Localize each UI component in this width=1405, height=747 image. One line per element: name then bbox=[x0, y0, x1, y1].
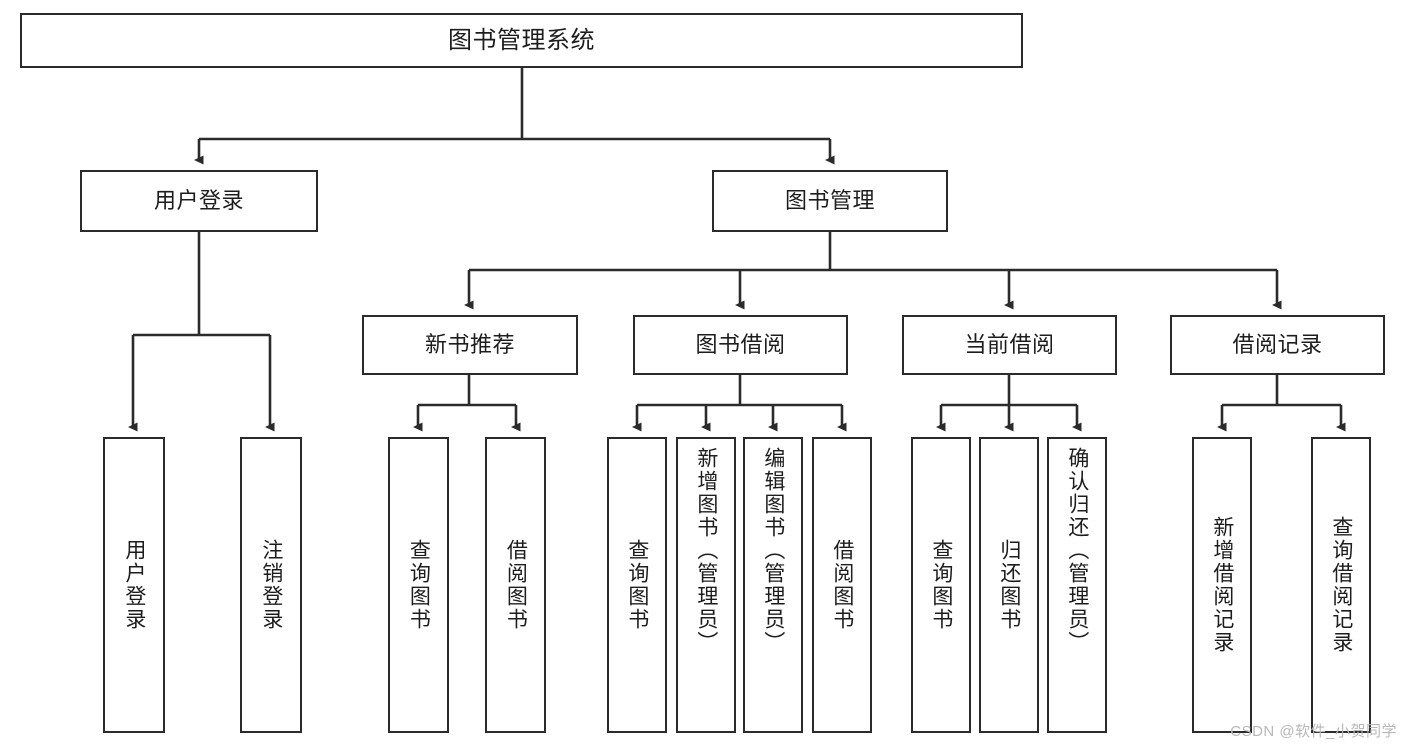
node-label: 图书管理系统 bbox=[448, 26, 595, 54]
node-label: 新增借阅记录 bbox=[1210, 516, 1234, 654]
leaf-query-borrow-record[interactable]: 查询借阅记录 bbox=[1311, 437, 1371, 733]
node-label: 查询图书 bbox=[929, 539, 953, 631]
node-label: 查询图书 bbox=[407, 539, 431, 631]
node-book-management[interactable]: 图书管理 bbox=[712, 170, 948, 232]
leaf-user-login[interactable]: 用户登录 bbox=[103, 437, 165, 733]
node-book-management-system[interactable]: 图书管理系统 bbox=[20, 13, 1023, 68]
leaf-query-book-current[interactable]: 查询图书 bbox=[911, 437, 971, 733]
node-new-book-recommend[interactable]: 新书推荐 bbox=[362, 315, 578, 375]
leaf-return-book[interactable]: 归还图书 bbox=[979, 437, 1039, 733]
node-label: 注销登录 bbox=[259, 539, 283, 631]
node-label: 用户登录 bbox=[153, 187, 244, 213]
leaf-add-book-admin[interactable]: 新增图书（管理员） bbox=[676, 437, 736, 733]
node-current-borrow[interactable]: 当前借阅 bbox=[902, 315, 1117, 375]
leaf-edit-book-admin[interactable]: 编辑图书（管理员） bbox=[743, 437, 803, 733]
node-label: 图书管理 bbox=[784, 187, 875, 213]
node-book-borrow[interactable]: 图书借阅 bbox=[633, 315, 848, 375]
node-borrow-record[interactable]: 借阅记录 bbox=[1170, 315, 1385, 375]
node-label: 新书推荐 bbox=[424, 331, 515, 357]
node-label: 借阅图书 bbox=[504, 539, 528, 631]
node-label: 归还图书 bbox=[997, 539, 1021, 631]
leaf-confirm-return-admin[interactable]: 确认归还（管理员） bbox=[1047, 437, 1107, 733]
leaf-query-book-borrow[interactable]: 查询图书 bbox=[607, 437, 667, 733]
node-label: 借阅图书 bbox=[830, 539, 854, 631]
csdn-watermark: CSDN @软件_小贺同学 bbox=[1230, 723, 1397, 740]
leaf-borrow-book-recommend[interactable]: 借阅图书 bbox=[485, 437, 546, 733]
node-label: 查询借阅记录 bbox=[1329, 516, 1353, 654]
node-label: 查询图书 bbox=[625, 539, 649, 631]
node-label: 编辑图书（管理员） bbox=[761, 447, 785, 654]
leaf-borrow-book[interactable]: 借阅图书 bbox=[812, 437, 872, 733]
leaf-query-book-recommend[interactable]: 查询图书 bbox=[388, 437, 449, 733]
node-label: 确认归还（管理员） bbox=[1065, 447, 1089, 654]
node-user-login[interactable]: 用户登录 bbox=[80, 170, 318, 232]
node-label: 借阅记录 bbox=[1232, 331, 1323, 357]
node-label: 用户登录 bbox=[122, 539, 146, 631]
node-label: 新增图书（管理员） bbox=[694, 447, 718, 654]
node-label: 当前借阅 bbox=[964, 331, 1055, 357]
leaf-logout-login[interactable]: 注销登录 bbox=[240, 437, 302, 733]
leaf-add-borrow-record[interactable]: 新增借阅记录 bbox=[1192, 437, 1252, 733]
node-label: 图书借阅 bbox=[695, 331, 786, 357]
